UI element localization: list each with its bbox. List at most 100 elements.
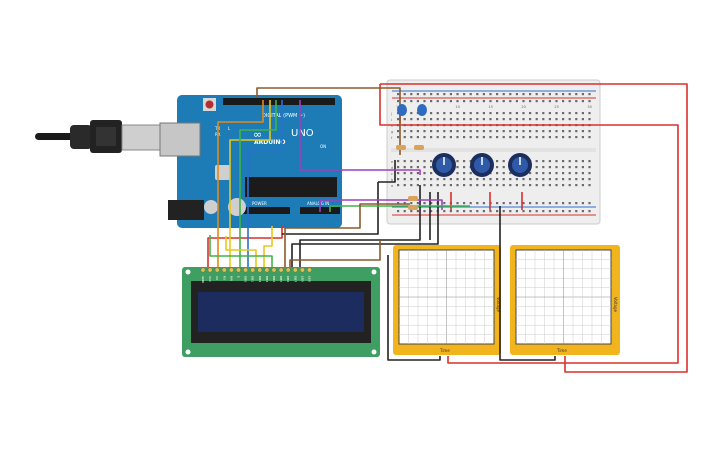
breadboard-hole[interactable]: [496, 178, 499, 181]
breadboard-hole[interactable]: [562, 166, 565, 169]
breadboard-hole[interactable]: [555, 210, 558, 213]
breadboard-hole[interactable]: [482, 184, 485, 187]
breadboard-hole[interactable]: [456, 136, 459, 139]
breadboard-hole[interactable]: [515, 178, 518, 181]
breadboard-hole[interactable]: [509, 184, 512, 187]
breadboard-hole[interactable]: [456, 178, 459, 181]
breadboard-hole[interactable]: [568, 202, 571, 205]
breadboard-hole[interactable]: [463, 178, 466, 181]
breadboard-hole[interactable]: [430, 93, 433, 96]
breadboard-hole[interactable]: [449, 93, 452, 96]
breadboard-hole[interactable]: [403, 210, 406, 213]
breadboard-hole[interactable]: [469, 184, 472, 187]
breadboard-hole[interactable]: [436, 93, 439, 96]
breadboard-hole[interactable]: [449, 178, 452, 181]
capacitor-blue-2[interactable]: [417, 104, 427, 116]
breadboard-hole[interactable]: [410, 160, 413, 163]
breadboard-hole[interactable]: [535, 172, 538, 175]
breadboard-hole[interactable]: [555, 202, 558, 205]
breadboard-hole[interactable]: [482, 178, 485, 181]
breadboard-hole[interactable]: [529, 112, 532, 115]
breadboard-hole[interactable]: [469, 93, 472, 96]
breadboard-hole[interactable]: [410, 100, 413, 103]
breadboard-hole[interactable]: [443, 202, 446, 205]
breadboard-hole[interactable]: [562, 178, 565, 181]
breadboard-hole[interactable]: [449, 118, 452, 121]
breadboard-hole[interactable]: [489, 118, 492, 121]
wire-blue[interactable]: [247, 100, 283, 267]
breadboard-hole[interactable]: [403, 172, 406, 175]
wire-orange[interactable]: [217, 100, 264, 267]
breadboard-hole[interactable]: [496, 160, 499, 163]
breadboard-hole[interactable]: [397, 160, 400, 163]
lcd-pin[interactable]: [264, 267, 270, 273]
breadboard-hole[interactable]: [588, 130, 591, 133]
breadboard-hole[interactable]: [423, 202, 426, 205]
breadboard-hole[interactable]: [509, 93, 512, 96]
breadboard-hole[interactable]: [588, 202, 591, 205]
capacitor-blue-1[interactable]: [397, 104, 407, 116]
breadboard-hole[interactable]: [469, 202, 472, 205]
breadboard-hole[interactable]: [489, 100, 492, 103]
wire-yellow[interactable]: [229, 100, 271, 267]
breadboard-hole[interactable]: [542, 130, 545, 133]
wire-red-power[interactable]: [379, 84, 679, 364]
breadboard-hole[interactable]: [535, 166, 538, 169]
breadboard-hole[interactable]: [476, 202, 479, 205]
breadboard-hole[interactable]: [430, 172, 433, 175]
breadboard-hole[interactable]: [529, 210, 532, 213]
breadboard-hole[interactable]: [476, 136, 479, 139]
breadboard-hole[interactable]: [476, 93, 479, 96]
breadboard-hole[interactable]: [489, 184, 492, 187]
breadboard-hole[interactable]: [502, 210, 505, 213]
breadboard-hole[interactable]: [443, 210, 446, 213]
breadboard-hole[interactable]: [403, 118, 406, 121]
breadboard-hole[interactable]: [555, 184, 558, 187]
breadboard-hole[interactable]: [476, 184, 479, 187]
breadboard-hole[interactable]: [463, 112, 466, 115]
breadboard-hole[interactable]: [535, 202, 538, 205]
breadboard-hole[interactable]: [542, 100, 545, 103]
breadboard-hole[interactable]: [568, 100, 571, 103]
breadboard-hole[interactable]: [456, 160, 459, 163]
breadboard-hole[interactable]: [456, 130, 459, 133]
breadboard-hole[interactable]: [496, 184, 499, 187]
breadboard-hole[interactable]: [581, 184, 584, 187]
breadboard-hole[interactable]: [463, 130, 466, 133]
breadboard-hole[interactable]: [469, 178, 472, 181]
breadboard-hole[interactable]: [430, 112, 433, 115]
breadboard-hole[interactable]: [575, 130, 578, 133]
breadboard-hole[interactable]: [568, 178, 571, 181]
breadboard-hole[interactable]: [430, 210, 433, 213]
lcd-pin[interactable]: [221, 267, 227, 273]
breadboard-hole[interactable]: [548, 118, 551, 121]
breadboard-hole[interactable]: [548, 172, 551, 175]
breadboard-hole[interactable]: [423, 184, 426, 187]
breadboard-hole[interactable]: [515, 184, 518, 187]
breadboard-hole[interactable]: [463, 136, 466, 139]
breadboard-hole[interactable]: [575, 166, 578, 169]
breadboard-hole[interactable]: [562, 172, 565, 175]
breadboard-hole[interactable]: [502, 160, 505, 163]
oscilloscope-2[interactable]: Time Voltage: [510, 245, 620, 355]
breadboard-hole[interactable]: [588, 136, 591, 139]
breadboard-hole[interactable]: [509, 178, 512, 181]
breadboard-hole[interactable]: [416, 100, 419, 103]
breadboard-hole[interactable]: [535, 93, 538, 96]
breadboard-hole[interactable]: [430, 130, 433, 133]
breadboard-hole[interactable]: [535, 136, 538, 139]
breadboard-hole[interactable]: [469, 136, 472, 139]
breadboard-hole[interactable]: [575, 112, 578, 115]
breadboard-hole[interactable]: [562, 160, 565, 163]
breadboard-hole[interactable]: [449, 112, 452, 115]
breadboard-hole[interactable]: [443, 93, 446, 96]
oscilloscope-1[interactable]: Time Voltage: [393, 245, 501, 355]
breadboard-hole[interactable]: [588, 100, 591, 103]
breadboard-hole[interactable]: [535, 118, 538, 121]
wire-black-scope1[interactable]: [387, 255, 441, 361]
breadboard-hole[interactable]: [482, 210, 485, 213]
breadboard-hole[interactable]: [456, 166, 459, 169]
breadboard-hole[interactable]: [548, 178, 551, 181]
breadboard-hole[interactable]: [509, 210, 512, 213]
